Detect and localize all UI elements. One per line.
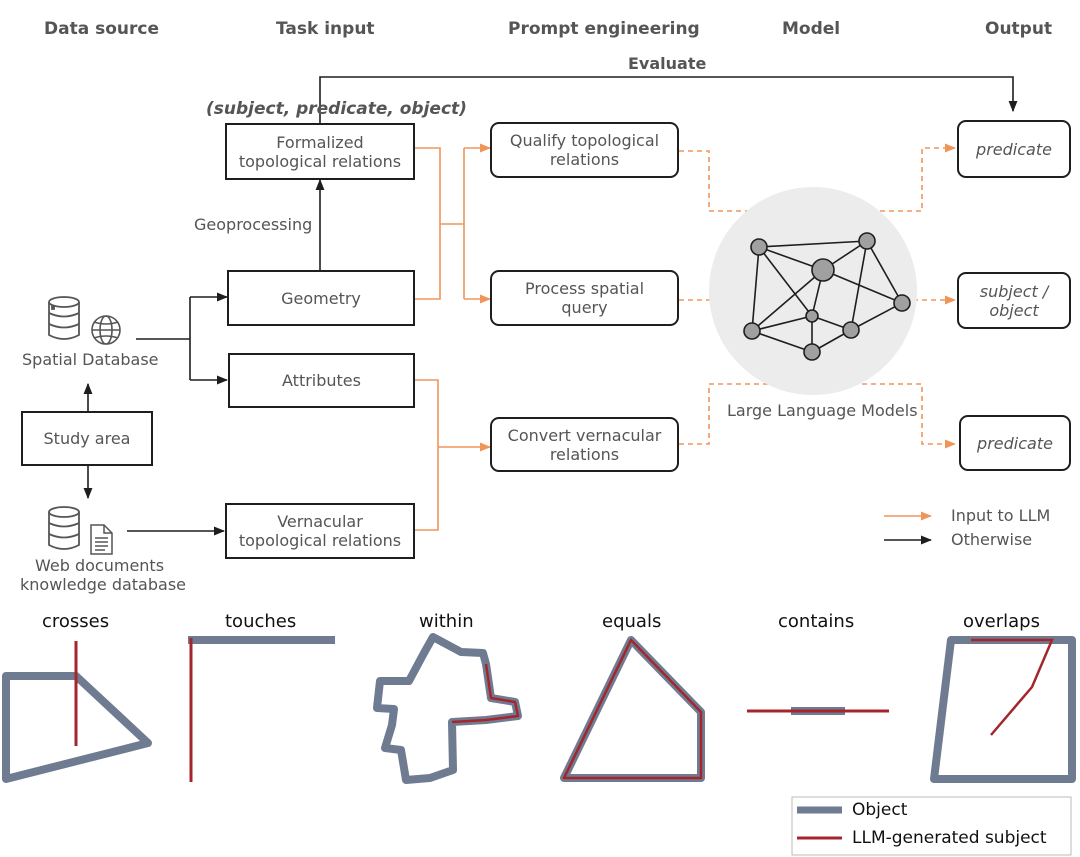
web-documents-label: Web documents bbox=[35, 556, 164, 575]
output-predicate-1: predicate bbox=[976, 139, 1052, 159]
legend-object-label: Object bbox=[852, 800, 908, 820]
formalized-line2: topological relations bbox=[238, 151, 402, 171]
label-contains: contains bbox=[778, 611, 855, 632]
shape-crosses bbox=[2, 641, 152, 783]
process-line1: Process spatial bbox=[524, 279, 645, 298]
formalized-geometry-merge bbox=[415, 147, 464, 300]
evaluate-label: Evaluate bbox=[628, 54, 707, 73]
shape-equals bbox=[560, 636, 705, 782]
label-crosses: crosses bbox=[42, 611, 110, 632]
web-documents-line1: Web documents bbox=[35, 556, 165, 575]
process-line2: query bbox=[561, 298, 608, 317]
study-area-label: Study area bbox=[43, 429, 131, 448]
spatial-database-label: Spatial Database bbox=[22, 350, 159, 369]
to-qualify-arrow bbox=[463, 148, 490, 299]
shape-overlaps bbox=[930, 636, 1076, 783]
llm-network-graphic bbox=[709, 187, 917, 395]
qualify-line1: Qualify topological bbox=[509, 131, 660, 150]
geometry-box: Geometry bbox=[227, 270, 415, 326]
geometry-label: Geometry bbox=[281, 288, 361, 308]
triple-label: (subject, predicate, object) bbox=[206, 99, 467, 119]
convert-line2: relations bbox=[549, 444, 620, 464]
llm-label: Large Language Models bbox=[727, 401, 918, 420]
attributes-box: Attributes bbox=[228, 353, 415, 408]
vernacular-line1: Vernacular bbox=[277, 512, 363, 531]
header-model: Model bbox=[782, 19, 841, 39]
convert-vernacular-box: Convert vernacular relations bbox=[490, 417, 679, 472]
study-area-box: Study area bbox=[21, 411, 153, 466]
output-predicate-2: predicate bbox=[977, 433, 1053, 453]
label-touches: touches bbox=[225, 611, 297, 632]
qualify-to-output-arrow bbox=[679, 143, 957, 212]
convert-line1: Convert vernacular bbox=[507, 425, 662, 445]
legend-otherwise: Otherwise bbox=[951, 530, 1033, 549]
label-within: within bbox=[419, 611, 474, 632]
shape-touches bbox=[188, 636, 335, 782]
process-query-box: Process spatial query bbox=[490, 270, 679, 326]
web-documents-line2: knowledge database bbox=[20, 575, 186, 594]
document-icon bbox=[90, 524, 113, 555]
output-predicate-box-2: predicate bbox=[959, 415, 1071, 471]
formalized-line1: Formalized bbox=[276, 132, 364, 152]
output-subject-object-box: subject / object bbox=[957, 272, 1071, 329]
attributes-label: Attributes bbox=[282, 371, 361, 390]
output-object-line: object bbox=[989, 300, 1039, 320]
database-icon-spatial bbox=[48, 296, 80, 340]
legend-subject-label: LLM-generated subject bbox=[852, 828, 1047, 848]
header-data-source: Data source bbox=[44, 19, 159, 39]
qualify-relations-box: Qualify topological relations bbox=[490, 122, 679, 178]
geoprocessing-label: Geoprocessing bbox=[194, 215, 313, 234]
knowledge-database-label: knowledge database bbox=[20, 575, 186, 594]
output-predicate-box-1: predicate bbox=[957, 120, 1071, 178]
database-icon-web bbox=[48, 506, 80, 550]
label-equals: equals bbox=[602, 611, 662, 632]
formalized-relations-box: Formalized topological relations bbox=[225, 123, 415, 180]
label-overlaps: overlaps bbox=[963, 611, 1040, 632]
evaluate-arrow bbox=[319, 76, 1018, 123]
shape-within bbox=[373, 633, 522, 784]
vernacular-line2: topological relations bbox=[238, 531, 402, 550]
globe-icon bbox=[91, 315, 121, 345]
header-prompt-engineering: Prompt engineering bbox=[508, 19, 700, 39]
output-subject-line: subject / bbox=[979, 281, 1049, 301]
legend-input-to-llm: Input to LLM bbox=[951, 506, 1051, 525]
attributes-vernacular-merge bbox=[415, 379, 439, 531]
header-task-input: Task input bbox=[276, 19, 375, 39]
header-output: Output bbox=[985, 19, 1053, 39]
qualify-line2: relations bbox=[549, 150, 620, 169]
vernacular-relations-box: Vernacular topological relations bbox=[225, 503, 415, 559]
